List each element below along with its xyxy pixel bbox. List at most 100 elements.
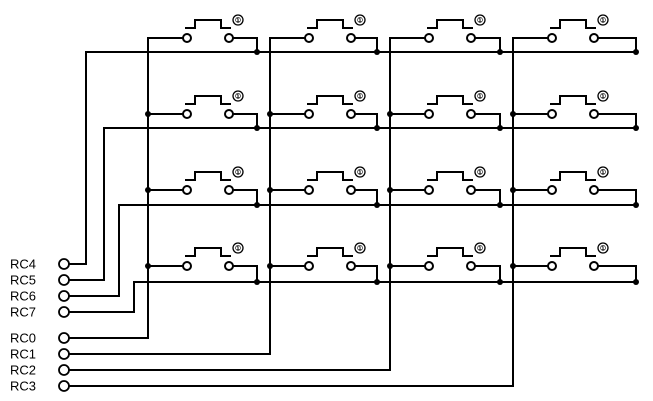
junction-node [633, 125, 639, 131]
switch-lead-right [232, 113, 258, 129]
switch-plunger [427, 19, 473, 29]
pin-terminal [58, 258, 70, 270]
junction-node [254, 125, 260, 131]
push-button-switch: ① [424, 90, 486, 119]
switch-lead-right [597, 37, 637, 53]
switch-lead-right [354, 265, 378, 283]
switch-marker-label: ① [600, 169, 606, 177]
switch-marker-icon [232, 90, 244, 102]
pin-label-rc3: RC3 [10, 379, 36, 394]
junction-node [145, 187, 151, 193]
switch-marker-icon [354, 90, 366, 102]
switch-lead-right [232, 37, 258, 53]
switch-lead-right [354, 113, 378, 129]
junction-node [510, 187, 516, 193]
switch-marker-icon [597, 90, 609, 102]
switch-contact [589, 109, 599, 119]
junction-node [267, 111, 273, 117]
junction-node [633, 279, 639, 285]
switch-contact [424, 33, 434, 43]
pin-terminal [58, 290, 70, 302]
wiring [68, 37, 637, 387]
junction-node [374, 49, 380, 55]
junction-node [267, 263, 273, 269]
switch-contact [589, 33, 599, 43]
push-button-switch: ① [182, 242, 244, 271]
switch-plunger [307, 171, 353, 181]
switch-marker-icon [474, 166, 486, 178]
junction-node [497, 279, 503, 285]
junction-node [254, 202, 260, 208]
push-button-switch: ① [424, 242, 486, 271]
switch-contact [466, 33, 476, 43]
switch-marker-label: ① [235, 245, 241, 253]
switch-marker-label: ① [357, 245, 363, 253]
switch-marker-label: ① [235, 17, 241, 25]
switch-contact [224, 261, 234, 271]
switch-contact [424, 109, 434, 119]
switch-marker-label: ① [357, 169, 363, 177]
row-feed-3 [68, 281, 135, 313]
switch-plunger [185, 19, 231, 29]
junction-node [374, 202, 380, 208]
switch-plunger [550, 95, 596, 105]
junction-node [267, 187, 273, 193]
switch-contact [182, 261, 192, 271]
junction-node [374, 125, 380, 131]
push-button-switch: ① [547, 166, 609, 195]
row-feed-2 [68, 204, 120, 297]
pin-terminal [58, 364, 70, 376]
push-button-switch: ① [304, 14, 366, 43]
pin-label-rc0: RC0 [10, 331, 36, 346]
switch-lead-right [474, 189, 501, 206]
switch-contact [589, 261, 599, 271]
switch-contact [304, 261, 314, 271]
switch-marker-icon [232, 14, 244, 26]
switch-contact [547, 109, 557, 119]
switch-lead-right [232, 189, 258, 206]
switch-contact [182, 109, 192, 119]
switch-plunger [550, 171, 596, 181]
switch-contact [304, 33, 314, 43]
switch-marker-icon [474, 90, 486, 102]
junction-node [510, 111, 516, 117]
push-button-switch: ① [182, 14, 244, 43]
junction-node [497, 125, 503, 131]
switch-contact [424, 261, 434, 271]
pin-terminal [58, 380, 70, 392]
switch-contact [466, 185, 476, 195]
switch-contact [224, 33, 234, 43]
switch-lead-right [354, 189, 378, 206]
switch-contact [224, 109, 234, 119]
switch-contact [346, 261, 356, 271]
switch-marker-icon [597, 14, 609, 26]
switch-plunger [185, 95, 231, 105]
switch-marker-icon [354, 166, 366, 178]
junction-node [254, 49, 260, 55]
pin-label-rc4: RC4 [10, 257, 36, 272]
switch-marker-label: ① [357, 93, 363, 101]
push-button-switch: ① [547, 14, 609, 43]
switch-lead-right [474, 37, 501, 53]
switch-marker-icon [597, 242, 609, 254]
switch-contact [182, 185, 192, 195]
switch-marker-icon [354, 14, 366, 26]
switch-plunger [185, 247, 231, 257]
pin-terminal [58, 274, 70, 286]
switch-marker-label: ① [477, 169, 483, 177]
switch-contact [466, 109, 476, 119]
switch-marker-icon [232, 166, 244, 178]
switch-plunger [185, 171, 231, 181]
switch-marker-icon [597, 166, 609, 178]
pin-label-rc6: RC6 [10, 289, 36, 304]
push-button-switch: ① [424, 166, 486, 195]
junction-node [387, 263, 393, 269]
push-button-switch: ① [547, 242, 609, 271]
pin-terminal [58, 348, 70, 360]
switch-marker-label: ① [600, 245, 606, 253]
switch-contact [224, 185, 234, 195]
switch-marker-label: ① [235, 93, 241, 101]
switch-contact [547, 261, 557, 271]
pin-label-rc2: RC2 [10, 363, 36, 378]
